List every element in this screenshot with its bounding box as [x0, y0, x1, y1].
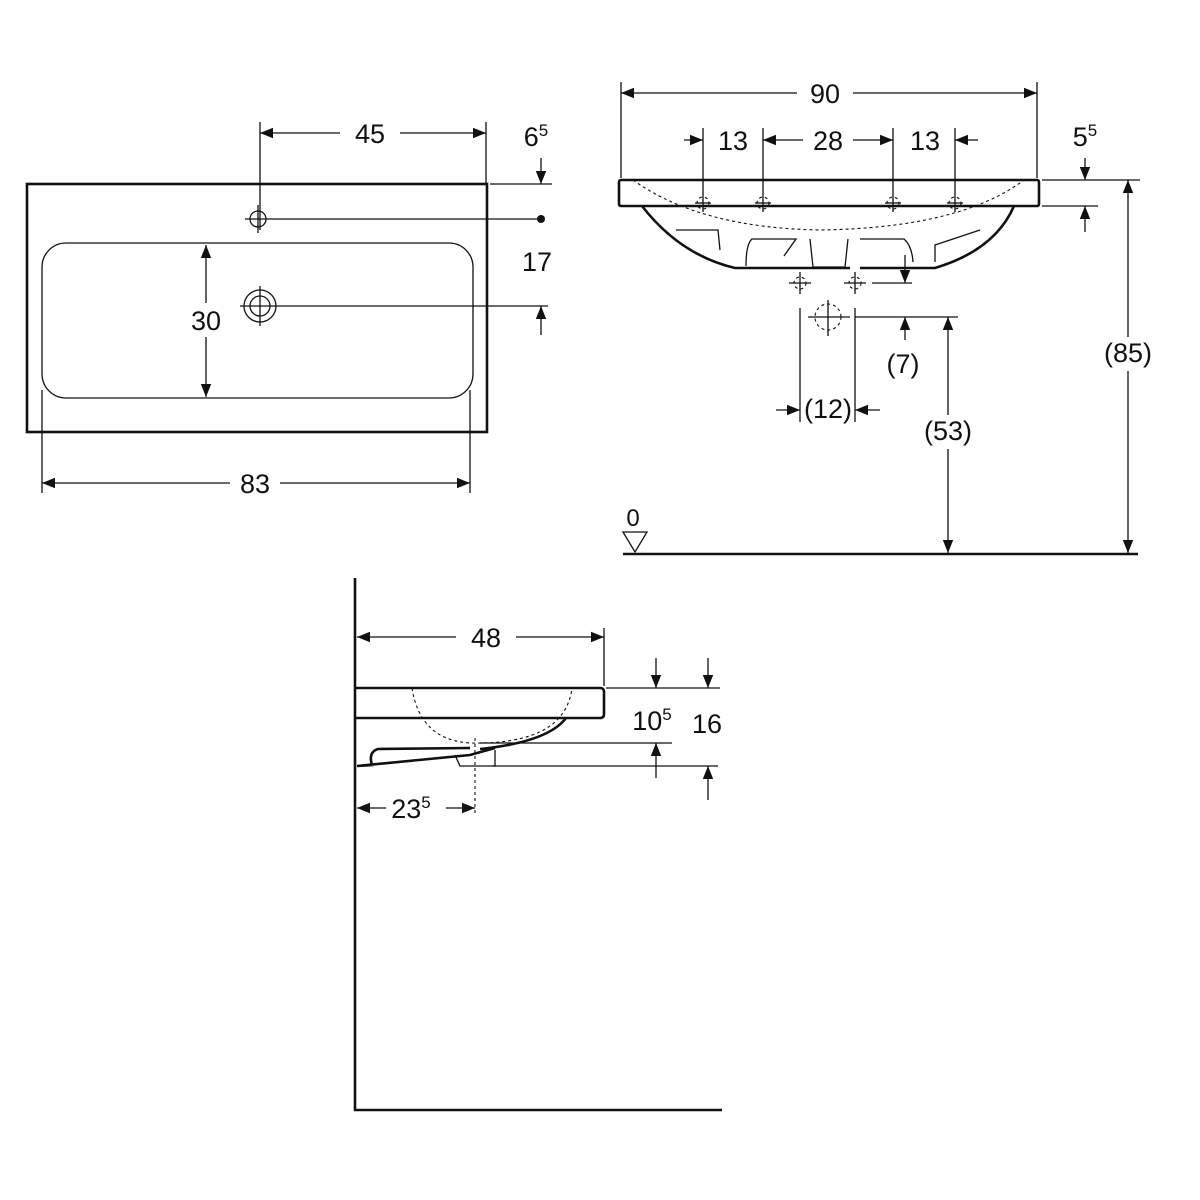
drain-icon: [240, 286, 548, 326]
dimension-label: 48: [471, 623, 501, 653]
dimension-label: 105: [632, 705, 672, 736]
dimension-85: (85): [1098, 180, 1158, 553]
floor-level: 0: [621, 505, 1138, 556]
dimension-5-5: 55: [1042, 121, 1140, 232]
dimension-53: (53): [918, 317, 978, 553]
dimension-30: 30: [185, 245, 227, 397]
dimension-label: 17: [522, 247, 552, 277]
tap-holes: [695, 196, 963, 212]
dimension-label: 16: [692, 709, 722, 739]
floor-level-label: 0: [626, 505, 639, 532]
dimension-10-5: 105: [480, 658, 720, 778]
dimension-label: 90: [810, 79, 840, 109]
dimension-label: 235: [391, 793, 431, 824]
dimension-label: 55: [1073, 121, 1098, 152]
dimension-label: (12): [804, 394, 852, 424]
dimension-label: (7): [887, 349, 920, 379]
washbasin-slab: [617, 178, 1041, 208]
dimension-label: 83: [240, 469, 270, 499]
dimension-7: (7): [855, 316, 958, 379]
dimension-23-5: 235: [357, 792, 475, 824]
washbasin-profile: [356, 686, 606, 720]
dimension-12: (12): [776, 308, 880, 424]
bowl-underside: [356, 717, 568, 768]
dimension-6-5: 65: [490, 121, 552, 185]
basin-bowl-outline: [41, 242, 474, 399]
dimension-label: 30: [191, 306, 221, 336]
front-view: 90 13 28 13 55 (7): [617, 78, 1158, 556]
dimension-label: (85): [1104, 338, 1152, 368]
dimension-label: 65: [524, 121, 549, 152]
bowl-underside: [640, 205, 1016, 270]
dimension-48: 48: [357, 622, 605, 686]
dimension-45: 45: [259, 118, 487, 230]
waste-connection-icons: [789, 255, 912, 336]
bowl-feet: [676, 229, 981, 268]
dimension-label: 13: [910, 126, 940, 156]
level-triangle-icon: [621, 531, 649, 554]
dimension-16: 16: [492, 658, 722, 800]
dimension-label: (53): [924, 416, 972, 446]
dimension-83: 83: [41, 390, 471, 499]
dimension-label: 28: [813, 126, 843, 156]
dimension-17: 17: [522, 247, 552, 335]
plan-view: 45 65 17 30 83: [25, 118, 552, 499]
dimension-label: 45: [355, 119, 385, 149]
tap-hole-icon: [245, 205, 545, 233]
dimension-label: 13: [718, 126, 748, 156]
side-view: 48 105 16 235: [353, 578, 722, 1112]
dimension-90: 90: [620, 78, 1038, 178]
dimension-hole-spacing: 13 28 13: [684, 125, 978, 196]
washbasin-outline: [25, 182, 489, 434]
